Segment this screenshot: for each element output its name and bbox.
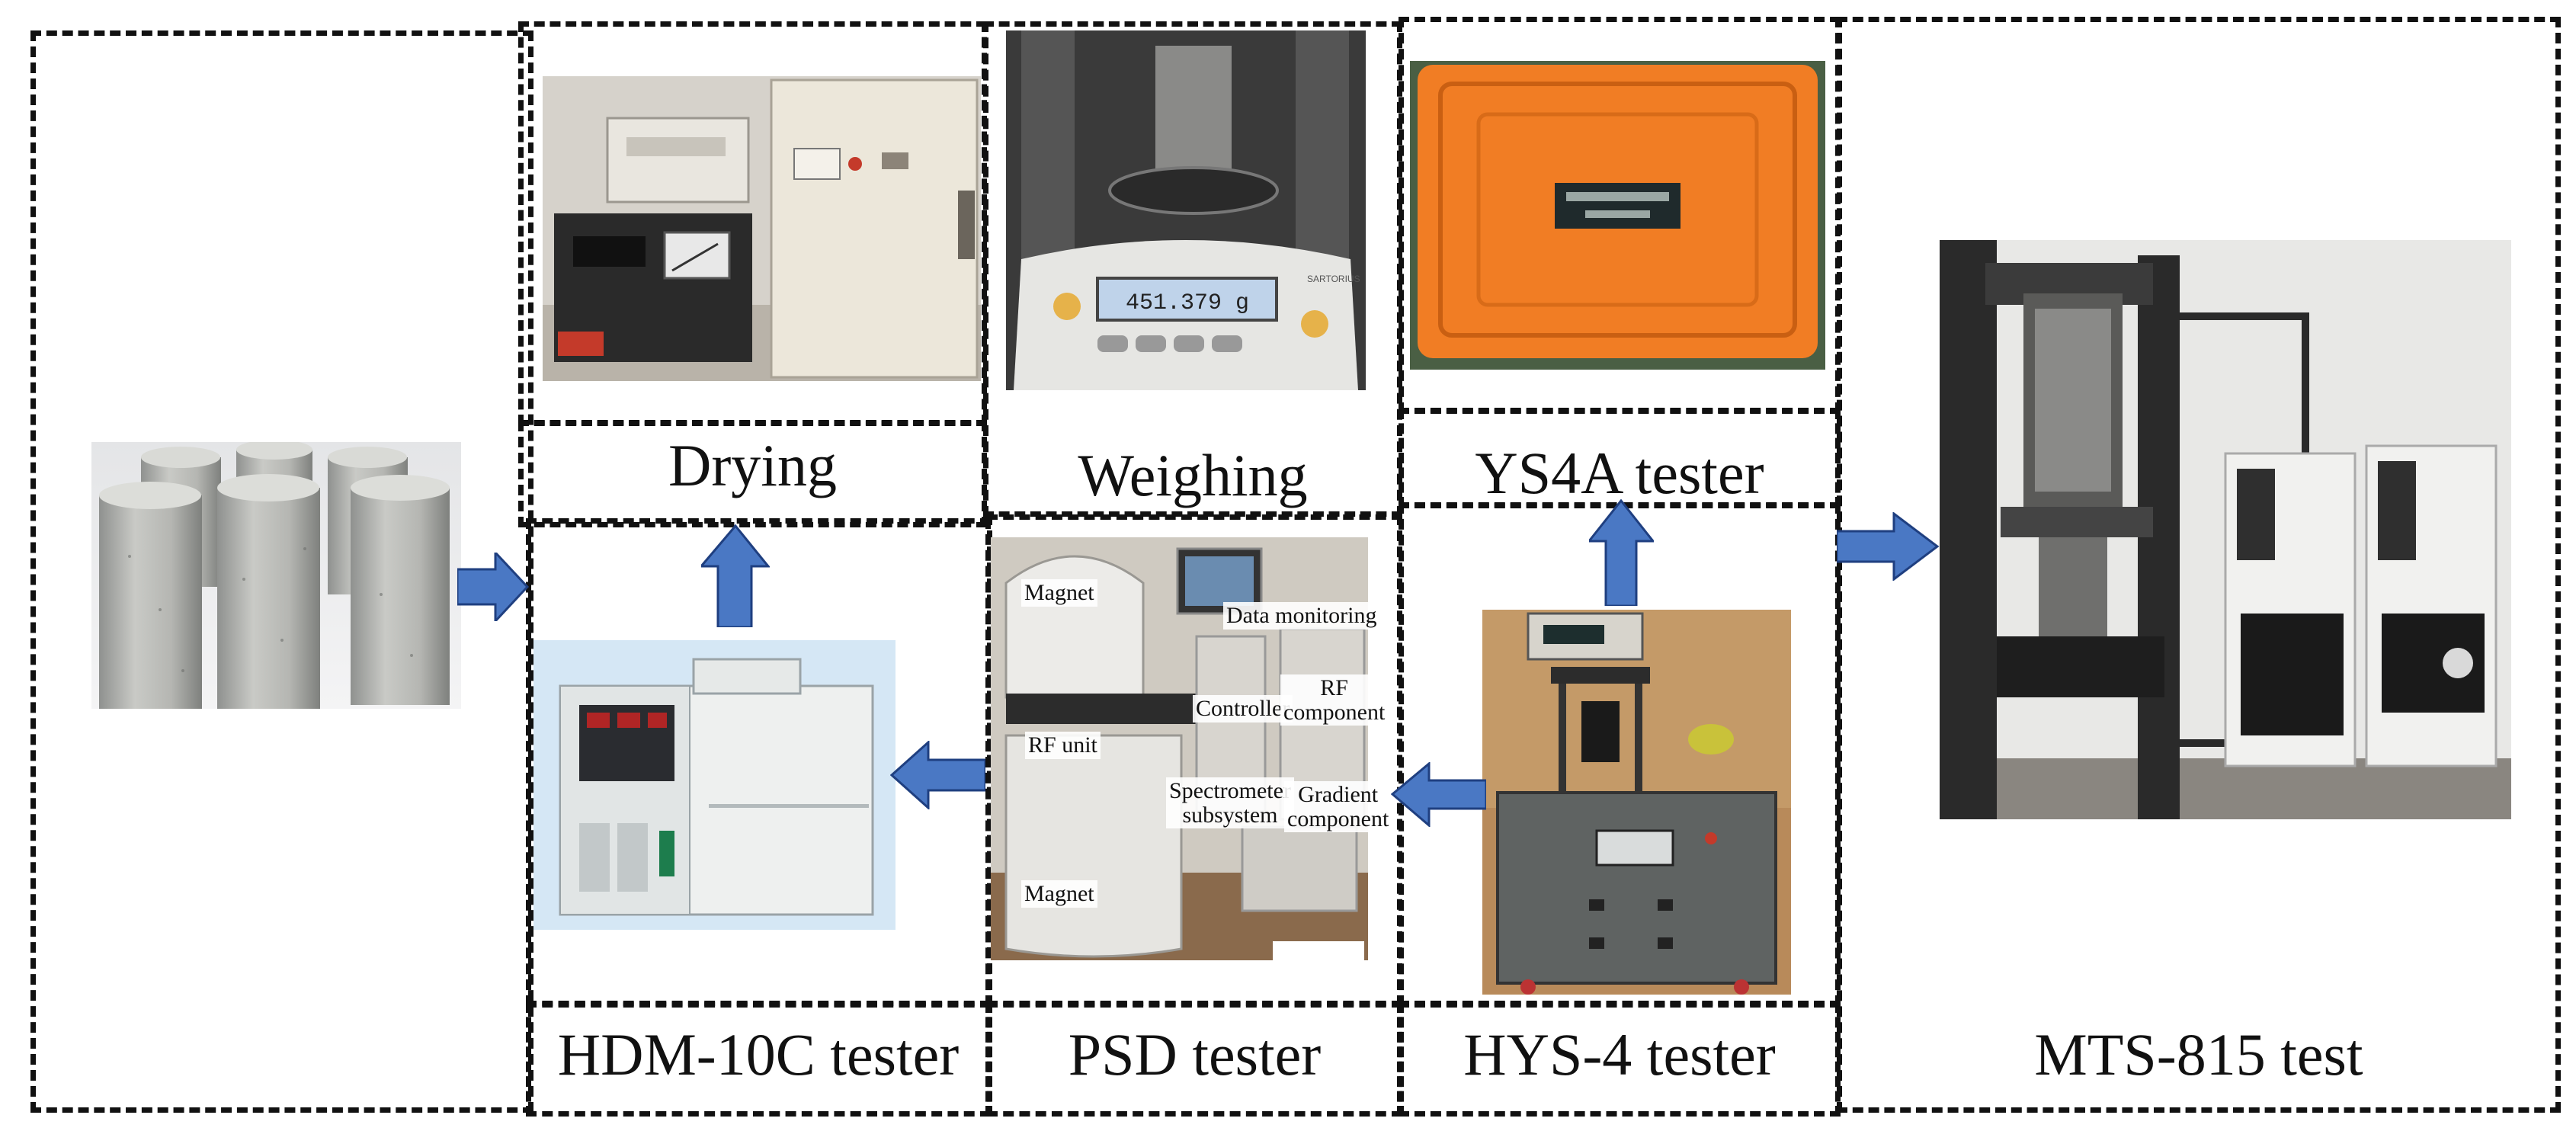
- arrow-hys-to-psd: [1391, 762, 1486, 827]
- caption-weighing: Weighing: [1078, 442, 1308, 508]
- psd-label-magnet-bottom: Magnet: [1021, 880, 1097, 908]
- psd-label-magnet-top: Magnet: [1021, 579, 1097, 607]
- caption-drying: Drying: [668, 432, 837, 498]
- arrow-samples-to-hdm: [457, 553, 530, 621]
- hys-4-photo: [1482, 610, 1791, 995]
- ys4a-case-photo: [1410, 61, 1825, 370]
- arrow-hdm-to-drying: [701, 524, 770, 627]
- scale-brand: SARTORIUS: [1307, 274, 1360, 284]
- psd-label-rf-unit: RF unit: [1025, 732, 1101, 759]
- psd-label-gradient: Gradient component: [1284, 781, 1392, 832]
- caption-hys: HYS-4 tester: [1463, 1021, 1776, 1088]
- psd-label-gradient-line2: component: [1287, 806, 1389, 831]
- box-mts: [1837, 17, 2561, 1113]
- caption-psd: PSD tester: [1068, 1021, 1322, 1088]
- psd-label-rf-component: RF component: [1280, 674, 1389, 726]
- hdm-10c-photo: [533, 640, 896, 930]
- psd-label-rf-component-line2: component: [1283, 699, 1386, 725]
- balance-photo: 451.379 g SARTORIUS: [1006, 30, 1366, 390]
- arrow-hys-to-ys4a: [1589, 499, 1654, 606]
- psd-label-spectrometer-line2: subsystem: [1182, 802, 1278, 828]
- psd-label-spectrometer: Spectrometer subsystem: [1166, 777, 1294, 828]
- caption-mts: MTS-815 test: [2034, 1021, 2363, 1088]
- psd-label-gradient-line1: Gradient: [1298, 782, 1379, 807]
- drying-oven-photo: [543, 76, 981, 381]
- rock-samples-photo: [91, 442, 461, 709]
- mts-815-photo: [1940, 240, 2511, 819]
- psd-label-data-monitoring: Data monitoring: [1223, 602, 1380, 630]
- psd-label-spectrometer-line1: Spectrometer: [1169, 778, 1291, 803]
- arrow-to-mts: [1837, 512, 1940, 581]
- scale-reading: 451.379 g: [1126, 290, 1249, 316]
- caption-ys4a: YS4A tester: [1475, 440, 1764, 506]
- psd-label-controller: Controller: [1193, 695, 1293, 722]
- psd-label-rf-component-line1: RF: [1320, 675, 1348, 700]
- caption-hdm: HDM-10C tester: [557, 1021, 960, 1088]
- arrow-psd-to-hdm: [890, 741, 985, 809]
